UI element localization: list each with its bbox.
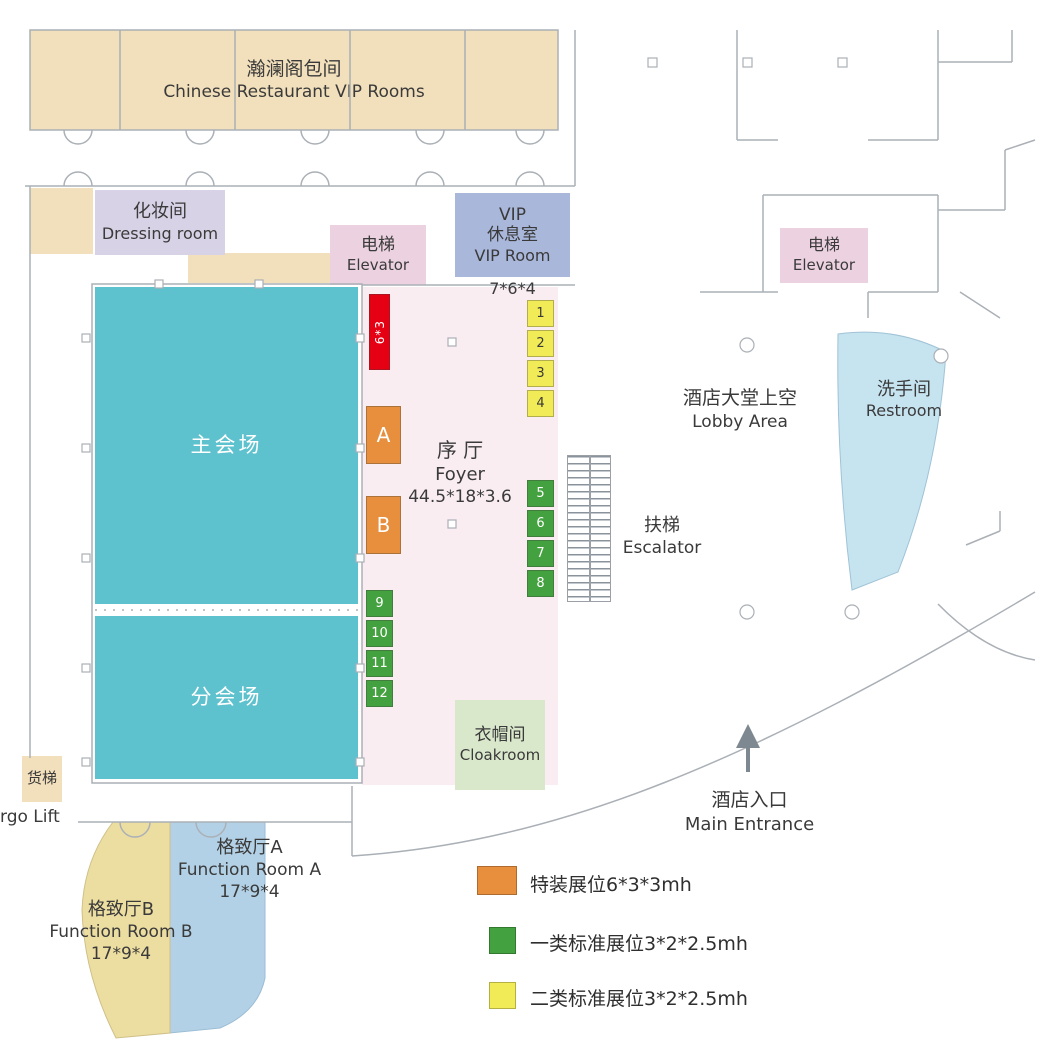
foyer-size: 44.5*18*3.6	[408, 487, 512, 508]
booth-a-label: A	[376, 423, 391, 447]
dressing-room-zh: 化妆间	[133, 201, 187, 223]
booth-11-label: 11	[371, 656, 388, 671]
booth-7: 7	[527, 540, 554, 567]
entrance-label: 酒店入口 Main Entrance	[672, 788, 827, 836]
booth-1-label: 1	[536, 306, 545, 321]
lobby-label: 酒店大堂上空 Lobby Area	[660, 386, 820, 433]
legend-swatch-standard-1	[489, 927, 516, 954]
vip-room-zh1: VIP	[499, 205, 526, 226]
entrance-zh: 酒店入口	[711, 789, 788, 811]
booth-10-label: 10	[371, 626, 388, 641]
restroom-shape	[837, 331, 947, 591]
booth-12: 12	[366, 680, 393, 707]
foyer-en: Foyer	[435, 464, 485, 485]
entrance-arrow-icon	[736, 724, 760, 772]
legend-swatch-standard-2	[489, 982, 516, 1009]
booth-2-label: 2	[536, 336, 545, 351]
elevator-left: 电梯 Elevator	[330, 225, 426, 285]
booth-red-6x3: 6*3	[369, 294, 390, 370]
booth-8-label: 8	[536, 576, 545, 591]
booth-1: 1	[527, 300, 554, 327]
escalator-zh: 扶梯	[644, 515, 680, 536]
legend-label-special: 特装展位6*3*3mh	[530, 874, 692, 896]
booth-8: 8	[527, 570, 554, 597]
booth-3-label: 3	[536, 366, 545, 381]
booth-11: 11	[366, 650, 393, 677]
legend-swatch-special	[477, 866, 517, 895]
vip-room-zh2: 休息室	[487, 225, 538, 246]
elevator-left-en: Elevator	[346, 256, 410, 275]
legend-label-standard-2: 二类标准展位3*2*2.5mh	[530, 988, 748, 1010]
booth-b: B	[366, 496, 401, 554]
booth-4: 4	[527, 390, 554, 417]
dressing-room: 化妆间 Dressing room	[95, 190, 225, 255]
elevator-right-zh: 电梯	[807, 235, 840, 255]
function-b-zh: 格致厅B	[87, 899, 155, 920]
booth-3: 3	[527, 360, 554, 387]
cloakroom: 衣帽间 Cloakroom	[455, 700, 545, 790]
legend-label-standard-1: 一类标准展位3*2*2.5mh	[530, 933, 748, 955]
cargo-lift-zh: 货梯	[26, 769, 57, 788]
booth-9-label: 9	[375, 596, 384, 611]
lobby-zh: 酒店大堂上空	[682, 387, 797, 409]
booth-12-label: 12	[371, 686, 388, 701]
sub-hall: 分会场	[95, 616, 358, 779]
escalator-en: Escalator	[622, 538, 702, 559]
restaurant-name-zh: 瀚澜阁包间	[246, 57, 342, 80]
entrance-en: Main Entrance	[684, 813, 815, 835]
main-hall-name: 主会场	[190, 432, 263, 457]
booth-6-label: 6	[536, 516, 545, 531]
restroom-zh: 洗手间	[877, 379, 931, 400]
dressing-room-en: Dressing room	[101, 223, 219, 243]
function-room-a-label: 格致厅A Function Room A 17*9*4	[172, 836, 327, 904]
foyer-zh: 序 厅	[436, 438, 484, 462]
booth-red-label: 6*3	[372, 319, 387, 345]
booth-a: A	[366, 406, 401, 464]
booth-5: 5	[527, 480, 554, 507]
function-b-en: Function Room B	[49, 922, 193, 943]
escalator	[567, 455, 611, 602]
booth-9: 9	[366, 590, 393, 617]
restaurant-name-en: Chinese Restaurant VIP Rooms	[163, 82, 425, 103]
function-a-zh: 格致厅A	[216, 837, 283, 858]
restroom-en: Restroom	[865, 401, 943, 421]
restroom-label: 洗手间 Restroom	[856, 378, 952, 422]
sub-hall-name: 分会场	[190, 684, 263, 709]
elevator-right-en: Elevator	[792, 256, 856, 275]
escalator-label: 扶梯 Escalator	[612, 514, 712, 559]
booth-7-label: 7	[536, 546, 545, 561]
cloakroom-zh: 衣帽间	[474, 725, 526, 746]
booth-4-label: 4	[536, 396, 545, 411]
vip-room-size: 7*6*4	[489, 279, 536, 298]
main-hall: 主会场	[95, 287, 358, 604]
booth-5-label: 5	[536, 486, 545, 501]
elevator-left-zh: 电梯	[361, 235, 395, 256]
tan-block-left	[30, 188, 93, 254]
cloakroom-en: Cloakroom	[459, 746, 541, 765]
lobby-en: Lobby Area	[692, 411, 788, 432]
chinese-restaurant-vip-rooms: 瀚澜阁包间 Chinese Restaurant VIP Rooms	[30, 30, 558, 130]
tan-strip	[188, 253, 330, 283]
cargo-lift-en-label: rgo Lift	[0, 807, 60, 827]
booth-b-label: B	[376, 513, 391, 537]
booth-10: 10	[366, 620, 393, 647]
booth-2: 2	[527, 330, 554, 357]
function-b-size: 17*9*4	[90, 944, 152, 965]
elevator-right: 电梯 Elevator	[780, 228, 868, 283]
function-room-b-label: 格致厅B Function Room B 17*9*4	[42, 898, 200, 966]
function-a-en: Function Room A	[177, 860, 322, 881]
vip-room-en: VIP Room	[474, 245, 551, 265]
cargo-lift: 货梯	[22, 756, 62, 802]
booth-6: 6	[527, 510, 554, 537]
vip-room: VIP 休息室 VIP Room	[455, 193, 570, 277]
